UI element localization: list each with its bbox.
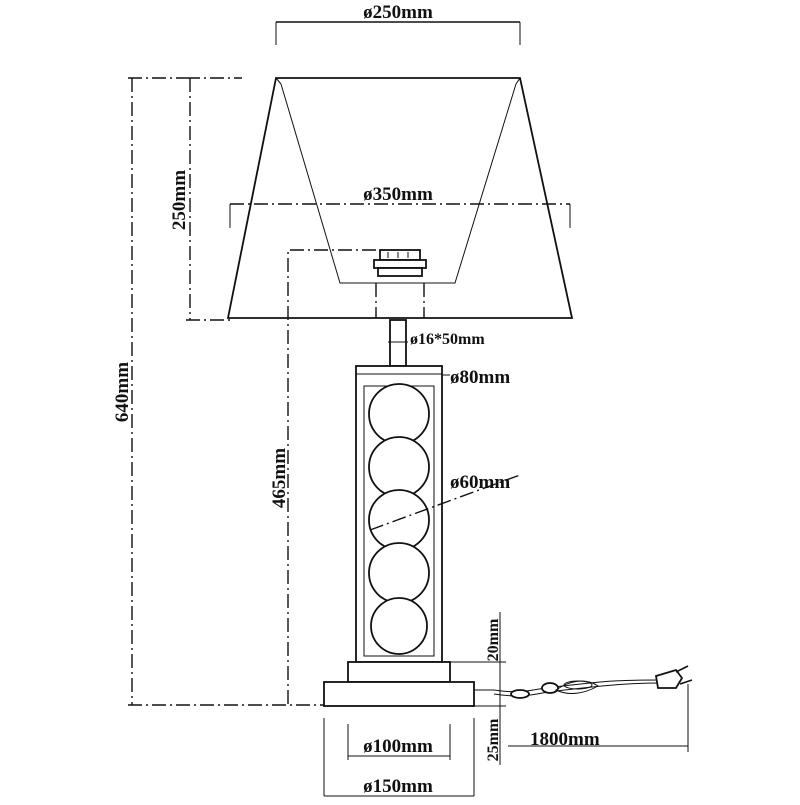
top-diameter-label: ø250mm <box>363 2 433 23</box>
total-height-label: 640mm <box>112 362 133 422</box>
lamp-base <box>323 661 494 707</box>
total-height-dimension: 640mm <box>112 77 326 706</box>
ball <box>368 542 430 604</box>
shade-height-dimension: 250mm <box>169 77 242 321</box>
shade-diameter-dimension: ø350mm <box>229 184 571 228</box>
shade-diameter-label: ø350mm <box>363 184 433 205</box>
base-height-dimensions: 20mm 25mm <box>450 612 506 765</box>
ball <box>368 383 430 445</box>
rod-label: ø16*50mm <box>410 331 485 348</box>
column-width-label: ø80mm <box>450 367 510 388</box>
shade-height-label: 250mm <box>169 170 190 230</box>
ball-diameter-label: ø60mm <box>450 472 510 493</box>
power-cord <box>493 679 661 699</box>
base-height-dimension: 465mm <box>269 249 376 705</box>
base-diameter-label: ø150mm <box>363 776 433 797</box>
cord-switch <box>510 689 530 699</box>
plinth-diameter-dimension: ø100mm <box>347 724 451 760</box>
ball <box>368 436 430 498</box>
ball <box>370 597 428 655</box>
top-diameter-dimension: ø250mm <box>275 2 521 45</box>
plinth-diameter-label: ø100mm <box>363 736 433 757</box>
ball-diameter-dimension: ø60mm <box>369 472 521 531</box>
base-height-label: 465mm <box>269 448 290 508</box>
base-thickness-label: 25mm <box>485 718 502 761</box>
rod: ø16*50mm <box>388 319 485 367</box>
plinth-height-label: 20mm <box>485 618 502 661</box>
cord-length-dimension: 1800mm <box>508 684 689 752</box>
lamp-shade <box>226 77 574 319</box>
plug-icon <box>654 665 693 689</box>
lamp-socket <box>373 249 427 318</box>
base-diameter-dimension: ø150mm <box>323 718 475 797</box>
cord-length-label: 1800mm <box>530 729 600 750</box>
